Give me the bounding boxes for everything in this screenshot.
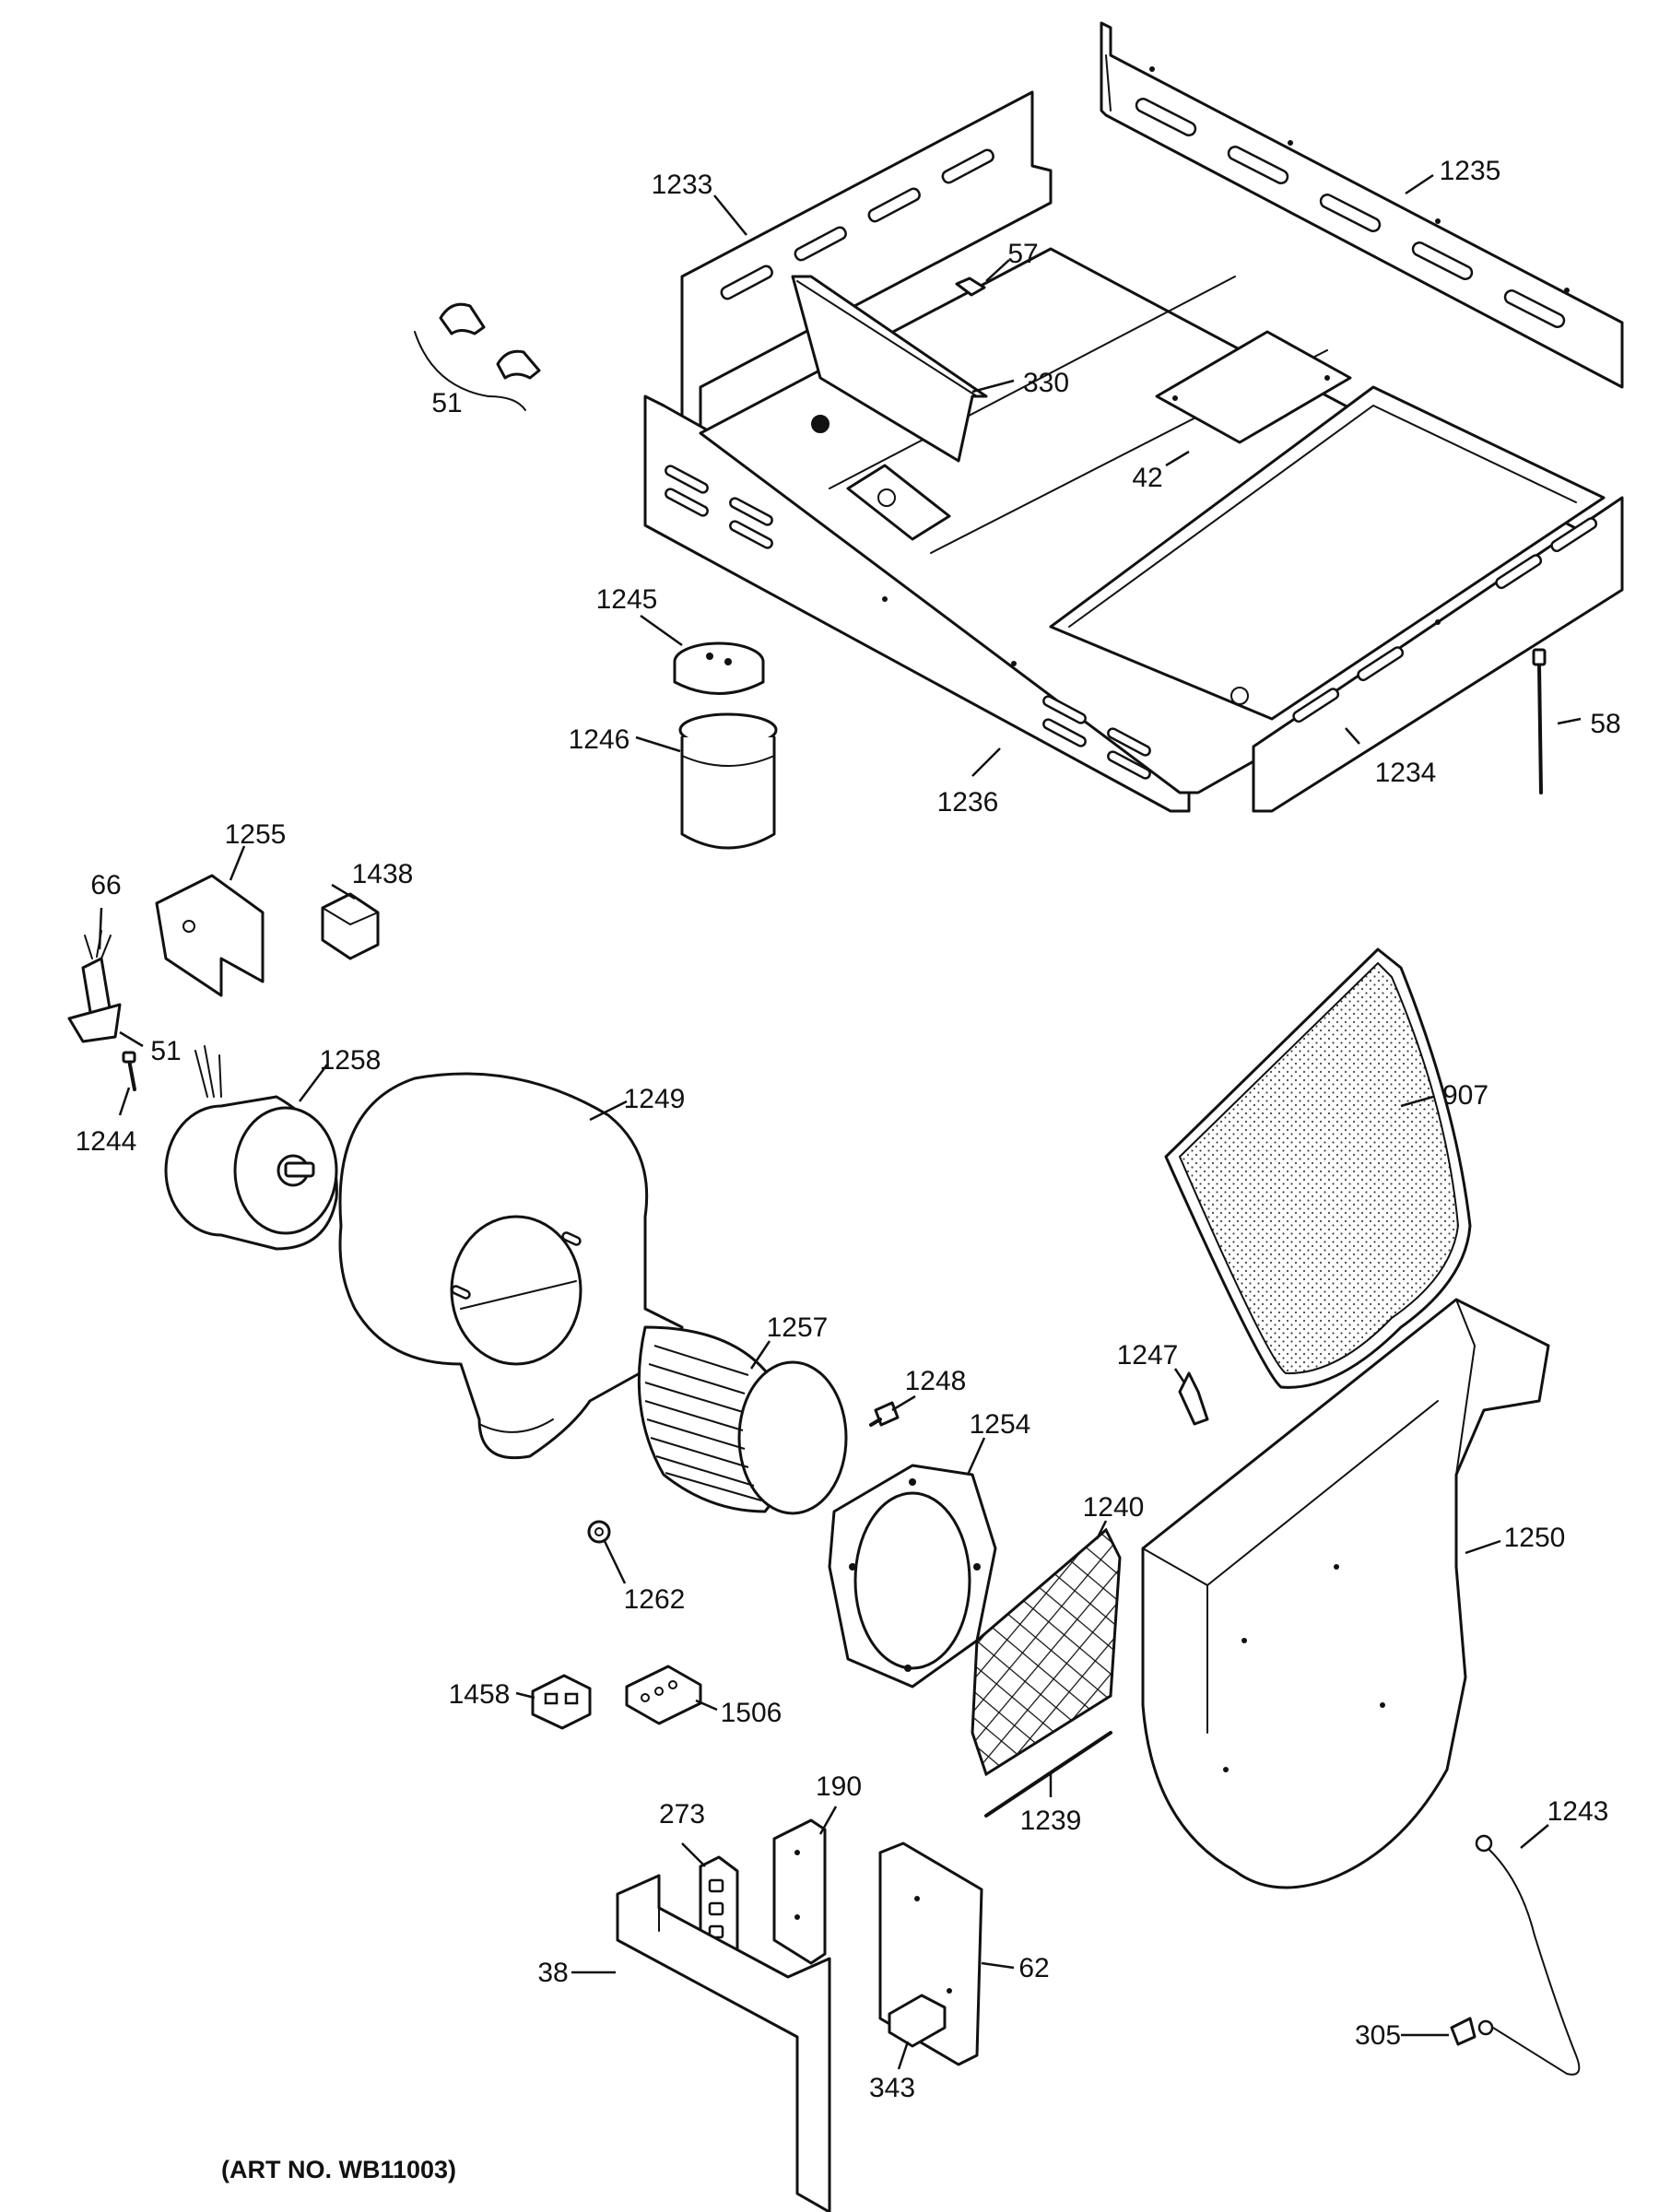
callout-leaders	[98, 173, 1582, 2070]
callout-1438: 1438	[352, 859, 414, 889]
callout-57: 57	[1007, 239, 1038, 269]
clip-305	[1450, 2017, 1477, 2046]
callout-1236: 1236	[937, 787, 999, 818]
callout-1258: 1258	[320, 1045, 382, 1076]
callout-1247: 1247	[1117, 1340, 1179, 1371]
screw-1244	[122, 1051, 136, 1091]
callout-1255: 1255	[225, 819, 287, 850]
callout-51-left: 51	[150, 1036, 181, 1066]
floor-bracket	[846, 464, 951, 541]
jar-lid-1245	[673, 641, 765, 695]
callout-1458: 1458	[449, 1679, 511, 1710]
switch-343	[888, 1994, 947, 2048]
cover-1255	[155, 874, 265, 997]
wire-tie-58	[1532, 648, 1547, 794]
callout-1506: 1506	[721, 1698, 782, 1728]
callout-1240: 1240	[1083, 1492, 1145, 1523]
blower-housing-1249	[338, 1072, 684, 1460]
glass-jar-1246	[678, 712, 778, 850]
callout-1234: 1234	[1375, 758, 1437, 788]
callout-1244: 1244	[76, 1126, 137, 1157]
cabinet-base-assembly	[643, 21, 1624, 813]
relay-1438	[321, 892, 380, 960]
duct-1250	[1141, 1298, 1550, 1889]
callout-907: 907	[1442, 1080, 1488, 1111]
art-number: (ART NO. WB11003)	[221, 2156, 456, 2183]
wire-lead-1243	[1475, 1834, 1581, 2076]
filter-907	[1164, 947, 1472, 1389]
ring-plate-1254	[828, 1464, 997, 1688]
connector-1458	[531, 1674, 592, 1730]
clip-57	[955, 276, 986, 297]
callout-305: 305	[1355, 2020, 1401, 2051]
cover-plate-42	[1155, 330, 1352, 444]
callout-1249: 1249	[624, 1084, 686, 1114]
callout-1233: 1233	[652, 170, 713, 200]
brackets-51-pair	[414, 302, 541, 411]
callout-190: 190	[816, 1771, 862, 1802]
callout-1250: 1250	[1504, 1523, 1566, 1553]
callout-330: 330	[1023, 368, 1069, 398]
screw-1248	[869, 1401, 900, 1427]
rod-1239	[984, 1731, 1112, 1818]
callout-42: 42	[1132, 463, 1162, 493]
callout-51-top: 51	[431, 388, 462, 418]
right-compartment-1234	[1049, 385, 1624, 813]
clamp-1247	[1178, 1371, 1209, 1426]
callout-66: 66	[90, 870, 121, 900]
left-side-wall-1233	[680, 90, 1053, 527]
motor-1258	[164, 1045, 338, 1251]
callout-58: 58	[1590, 709, 1620, 739]
callout-1262: 1262	[624, 1584, 686, 1615]
callout-1243: 1243	[1547, 1796, 1609, 1827]
bracket-190	[772, 1818, 827, 1965]
callout-1246: 1246	[569, 724, 630, 755]
callout-1248: 1248	[905, 1366, 967, 1396]
callout-labels: 1233 1235 57 330 51 42 1245 1246 1236 12…	[76, 156, 1621, 2183]
rear-panel-1235	[1100, 21, 1624, 389]
connector-1506	[625, 1665, 702, 1725]
callout-38: 38	[537, 1958, 568, 1988]
cover-38	[616, 1874, 831, 2212]
callout-273: 273	[659, 1799, 705, 1830]
nut-1262	[587, 1520, 611, 1544]
blower-wheel-1257	[637, 1325, 848, 1515]
baffle-330	[791, 275, 988, 463]
mesh-screen-1240	[971, 1527, 1122, 1777]
callout-1254: 1254	[970, 1409, 1031, 1440]
callout-1239: 1239	[1020, 1806, 1082, 1836]
valve-66	[67, 930, 122, 1043]
callout-1245: 1245	[596, 584, 658, 615]
callout-1257: 1257	[767, 1312, 829, 1343]
callout-62: 62	[1018, 1953, 1049, 1983]
callout-1235: 1235	[1440, 156, 1501, 186]
callout-343: 343	[869, 2073, 915, 2103]
